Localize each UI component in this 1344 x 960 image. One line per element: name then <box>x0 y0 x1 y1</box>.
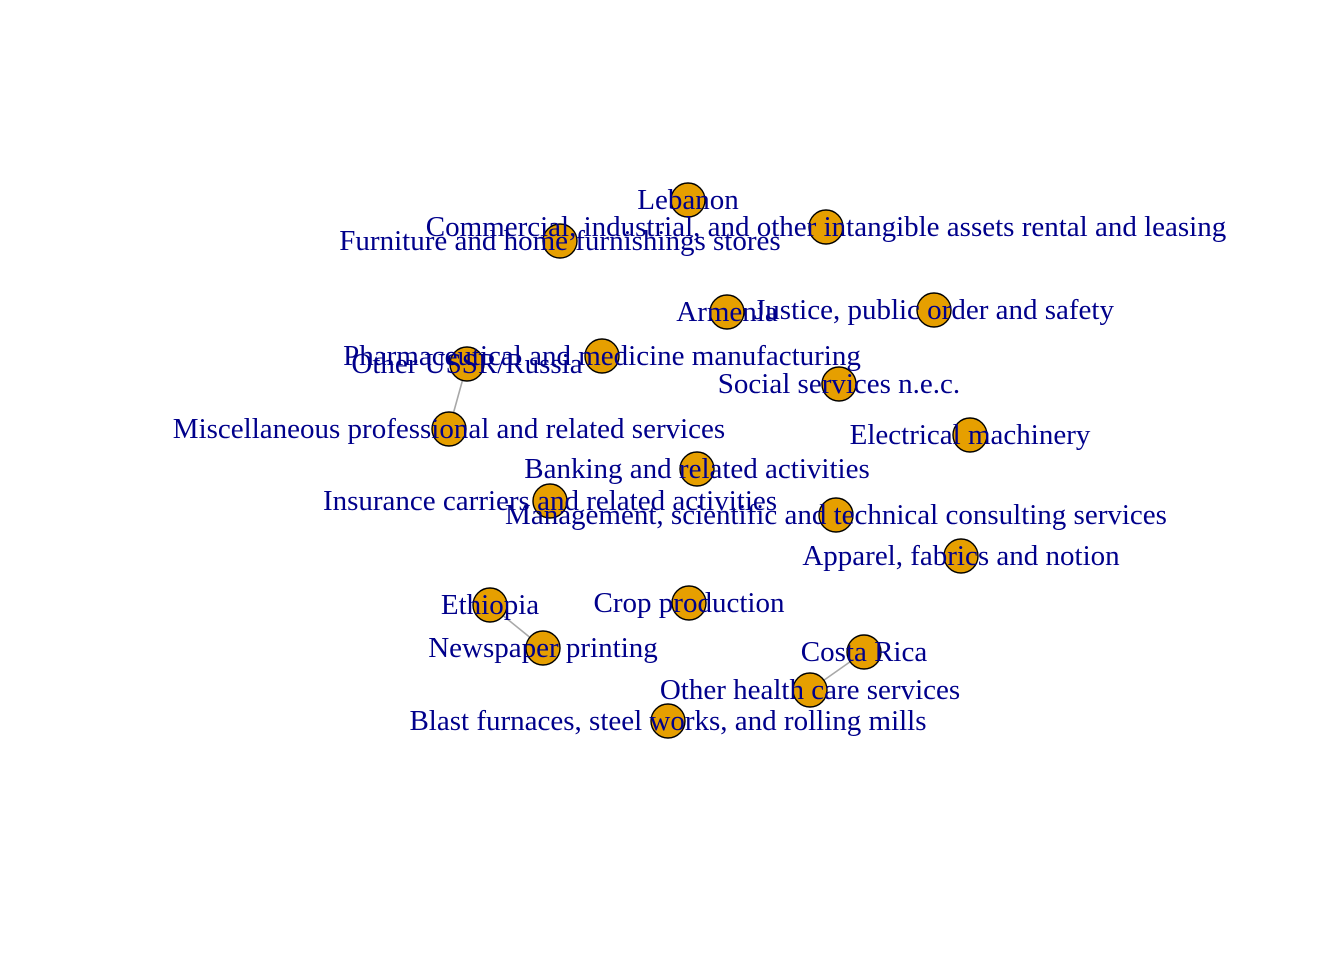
node-label-lebanon: Lebanon <box>637 184 739 216</box>
node-label-commercial: Commercial, industrial, and other intang… <box>426 211 1227 243</box>
node-label-electrical: Electrical machinery <box>850 419 1091 451</box>
node-electrical[interactable] <box>952 417 988 453</box>
node-blast[interactable] <box>650 703 686 739</box>
node-apparel[interactable] <box>943 538 979 574</box>
node-label-misc_prof: Miscellaneous professional and related s… <box>173 413 725 445</box>
node-ussr[interactable] <box>449 346 485 382</box>
node-label-crop: Crop production <box>594 587 785 619</box>
node-lebanon[interactable] <box>670 182 706 218</box>
node-label-ussr: Other USSR/Russia <box>351 348 582 380</box>
node-health[interactable] <box>792 672 828 708</box>
node-label-justice: Justice, public order and safety <box>754 294 1114 326</box>
node-label-health: Other health care services <box>660 674 960 706</box>
node-label-apparel: Apparel, fabrics and notion <box>802 540 1120 572</box>
node-label-ethiopia: Ethiopia <box>441 589 539 621</box>
node-label-banking: Banking and related activities <box>524 453 869 485</box>
node-label-blast: Blast furnaces, steel works, and rolling… <box>409 705 926 737</box>
node-label-armenia: Armenia <box>676 296 778 328</box>
node-insurance[interactable] <box>532 483 568 519</box>
node-management[interactable] <box>818 497 854 533</box>
node-label-newspaper: Newspaper printing <box>428 632 658 664</box>
node-costa_rica[interactable] <box>846 634 882 670</box>
node-misc_prof[interactable] <box>431 411 467 447</box>
node-social[interactable] <box>821 366 857 402</box>
node-newspaper[interactable] <box>525 630 561 666</box>
node-crop[interactable] <box>671 585 707 621</box>
node-banking[interactable] <box>679 451 715 487</box>
node-pharma[interactable] <box>584 338 620 374</box>
node-label-furniture: Furniture and home furnishings stores <box>339 225 780 257</box>
nodes-layer <box>431 182 988 739</box>
node-commercial[interactable] <box>808 209 844 245</box>
node-label-pharma: Pharmaceutical and medicine manufacturin… <box>343 340 861 372</box>
node-furniture[interactable] <box>542 223 578 259</box>
node-armenia[interactable] <box>709 294 745 330</box>
node-ethiopia[interactable] <box>472 587 508 623</box>
node-label-management: Management, scientific and technical con… <box>505 499 1167 531</box>
node-label-insurance: Insurance carriers and related activitie… <box>323 485 777 517</box>
node-justice[interactable] <box>916 292 952 328</box>
node-label-costa_rica: Costa Rica <box>801 636 928 668</box>
node-label-social: Social services n.e.c. <box>718 368 960 400</box>
